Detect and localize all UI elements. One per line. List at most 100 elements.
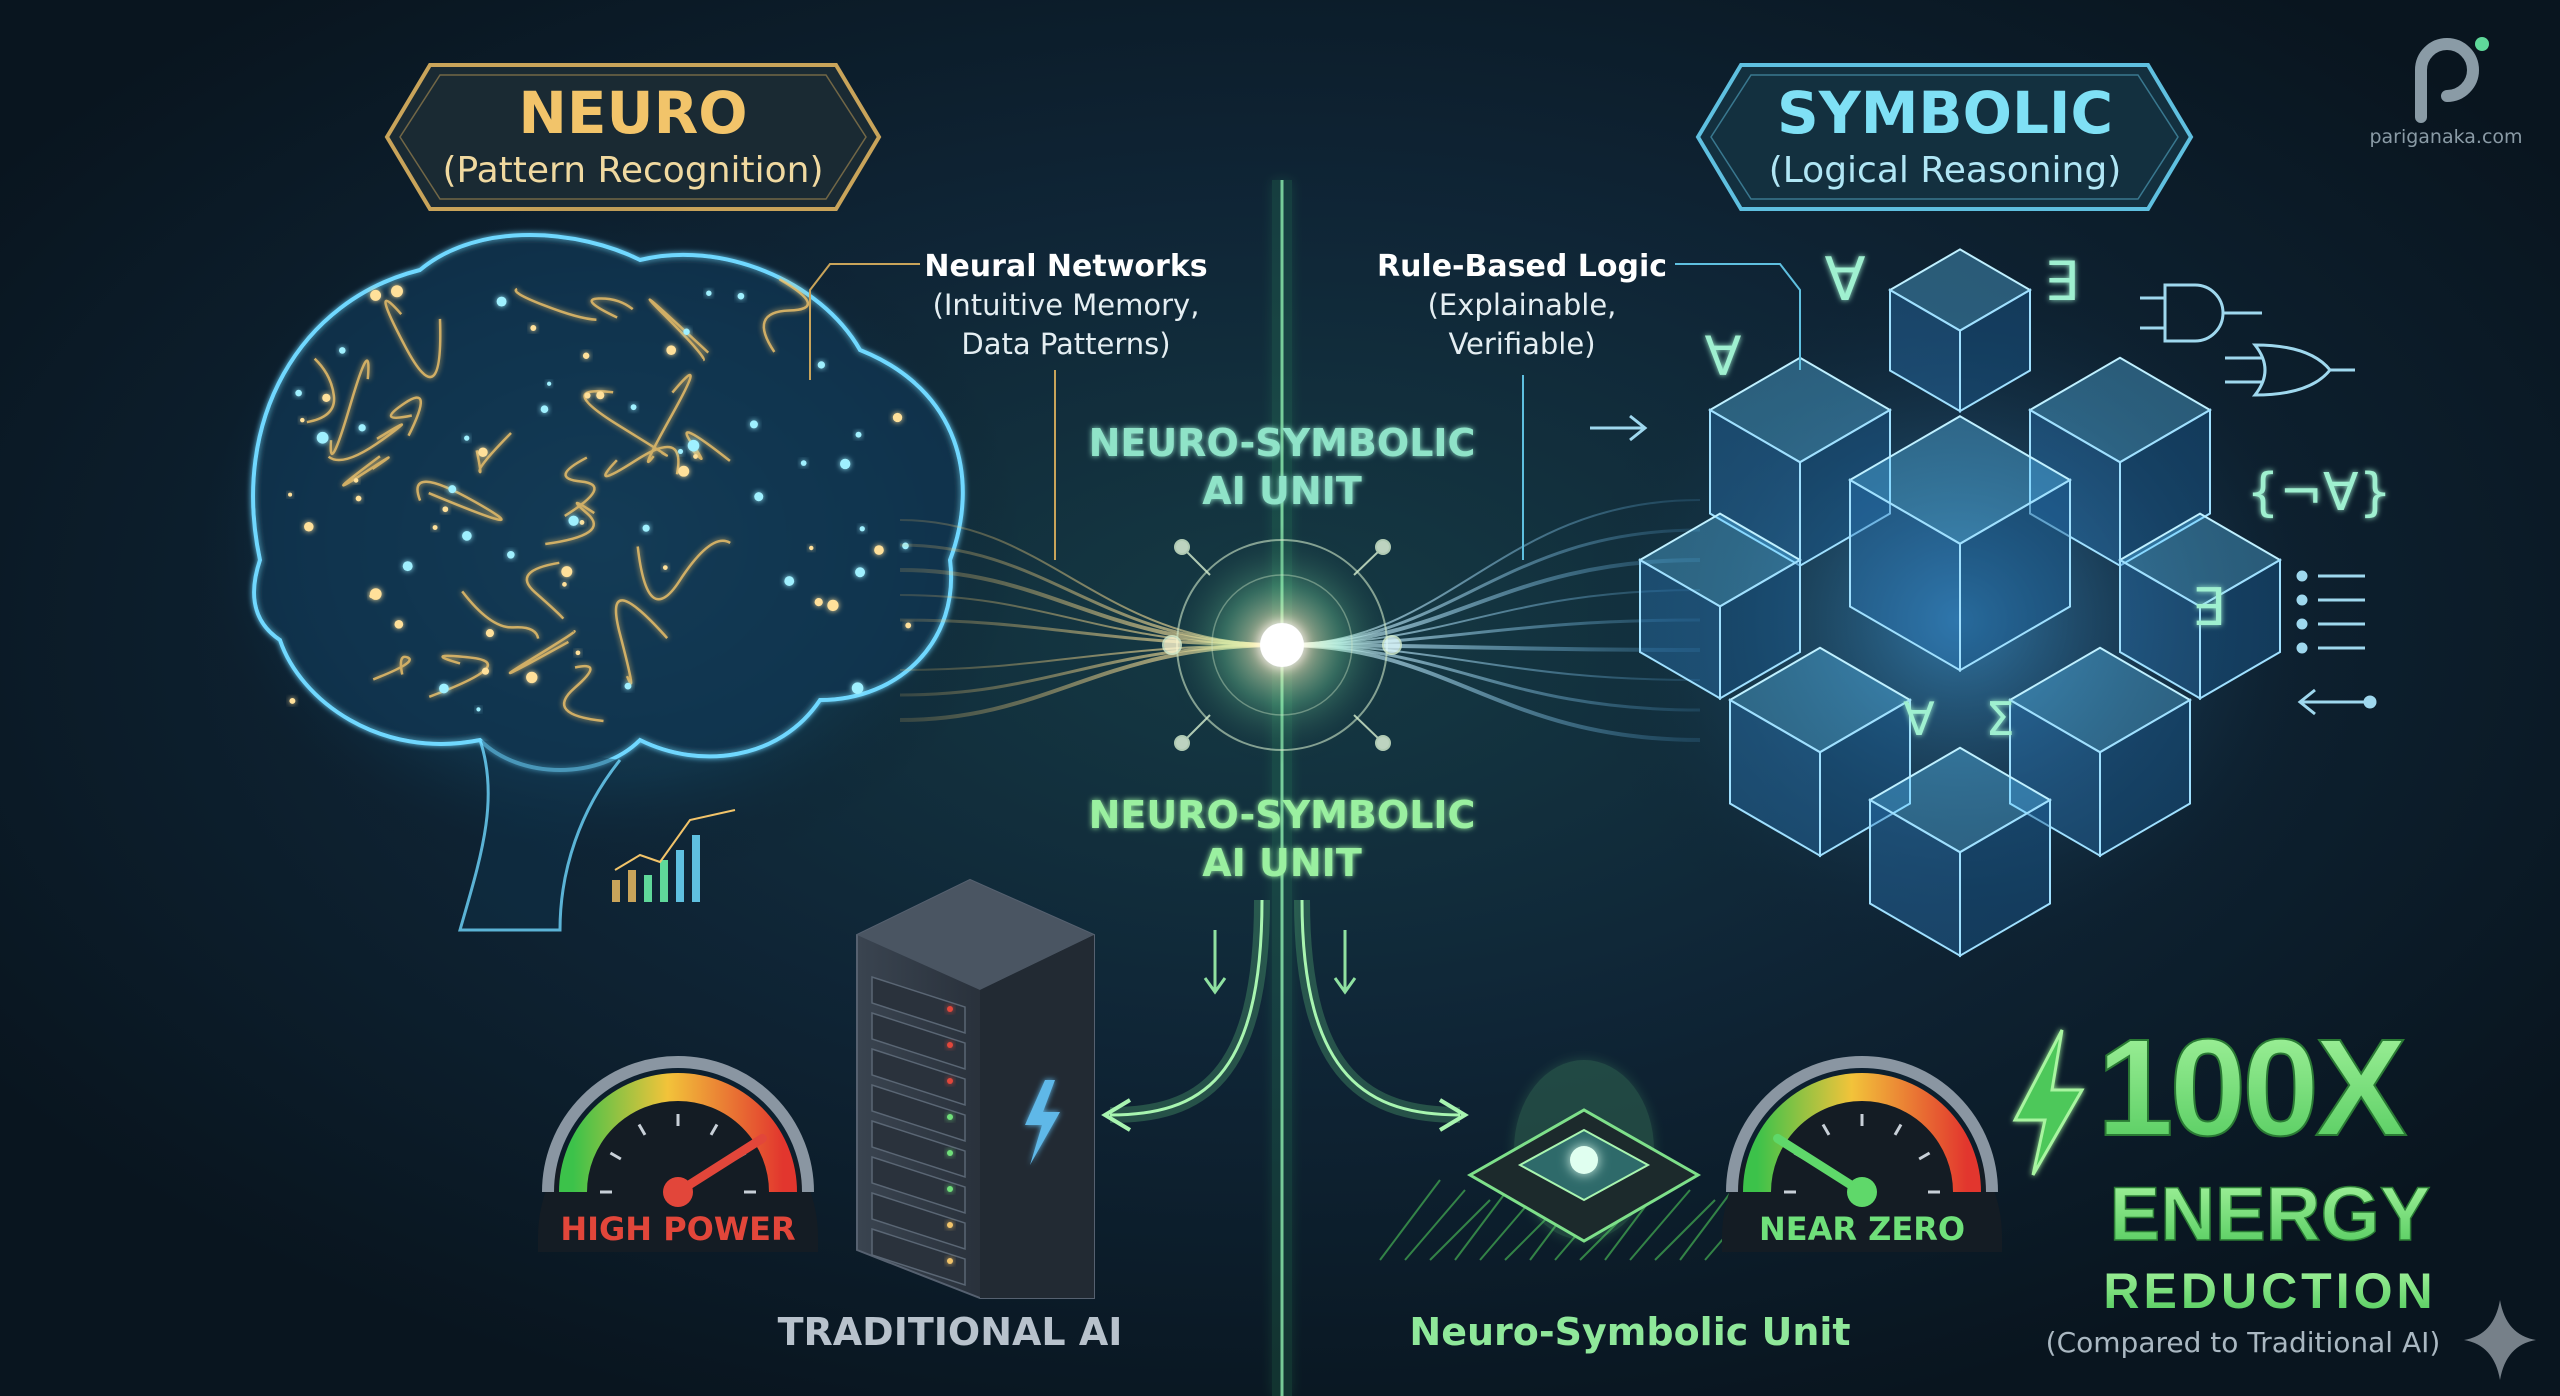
- neuron-dot: [561, 566, 573, 578]
- gauge-tick: [637, 1123, 647, 1136]
- arrow-down-icon: [1333, 930, 1357, 995]
- gauge-tick: [1918, 1151, 1931, 1161]
- neural-path: [342, 455, 390, 487]
- neuron-dot: [677, 448, 684, 454]
- server-led: [947, 1150, 953, 1156]
- logo-text: pariganaka.com: [2369, 126, 2522, 148]
- server-rack-icon: [817, 878, 1095, 1299]
- rule-based-logic-line1: (Explainable,: [1428, 288, 1617, 322]
- neural-path: [306, 357, 336, 424]
- neuron-dot: [579, 519, 585, 525]
- neuro-symbolic-chip-icon: [1379, 1060, 1766, 1261]
- arrow-left-icon: [1101, 1098, 1132, 1132]
- neuron-dot: [442, 506, 449, 513]
- gauge-body: [1722, 1097, 2002, 1252]
- neuron-dot: [439, 683, 449, 694]
- neuron-dot: [369, 588, 382, 600]
- neuron-dot: [840, 458, 851, 470]
- energy-split-flow: [1101, 899, 1469, 1132]
- neuron-dot: [547, 381, 552, 386]
- logic-symbol: ∀: [1903, 692, 1935, 746]
- neural-networks-line2: Data Patterns): [961, 327, 1170, 361]
- neuron-dot: [809, 545, 814, 551]
- server-slot: [871, 1011, 966, 1071]
- logic-cube: [1638, 512, 1802, 701]
- neuron-dot: [575, 650, 581, 656]
- neural-path: [604, 445, 680, 478]
- server-led: [947, 1258, 953, 1264]
- headline-note: (Compared to Traditional AI): [2046, 1326, 2441, 1359]
- neuro-subtitle: (Pattern Recognition): [442, 150, 823, 191]
- pariganaka-logo: pariganaka.com: [2369, 37, 2523, 148]
- neural-path: [648, 298, 710, 362]
- circuit-trace: [1629, 1189, 1691, 1261]
- neuron-dot: [874, 545, 884, 555]
- arrow-down-icon: [1203, 930, 1227, 995]
- server-led: [947, 1078, 953, 1084]
- unit-label-bottom-line1: NEURO-SYMBOLIC: [1089, 793, 1476, 837]
- symbolic-cube-structure: ∀∃∀∃∀Σ{¬∀}: [1580, 245, 2392, 980]
- gauge-rim: [1726, 1056, 1998, 1193]
- neural-networks-line1: (Intuitive Memory,: [933, 288, 1200, 322]
- logic-symbol: ∀: [1824, 245, 1865, 315]
- neural-path: [636, 539, 731, 601]
- neuron-dot: [394, 619, 404, 629]
- neural-networks-callout: Neural Networks (Intuitive Memory, Data …: [809, 249, 1208, 560]
- list-icon: [2296, 570, 2365, 654]
- logic-gate-and-icon: [2140, 283, 2262, 343]
- neural-path: [564, 456, 596, 517]
- neuron-dot: [749, 420, 758, 429]
- circuit-trace: [1404, 1189, 1466, 1261]
- neuron-dot: [496, 296, 507, 307]
- neuron-dot: [568, 515, 579, 526]
- neuron-dot: [353, 478, 359, 483]
- neuron-dot: [322, 393, 331, 402]
- arrow-icons: [1590, 414, 2377, 716]
- logic-cube: [1868, 746, 2052, 958]
- gauge-rim: [542, 1056, 814, 1193]
- central-beam: [1272, 180, 1292, 1396]
- neuro-title: NEURO: [518, 79, 747, 147]
- symbolic-title: SYMBOLIC: [1777, 79, 2113, 147]
- neuron-dot: [800, 460, 807, 466]
- neuron-dot: [289, 697, 296, 704]
- high-power-gauge: HIGH POWER: [538, 1056, 818, 1252]
- circuit-trace: [1379, 1179, 1441, 1261]
- neural-path: [475, 432, 512, 474]
- neuron-dot: [892, 412, 903, 423]
- neural-networks-title: Neural Networks: [924, 249, 1207, 284]
- neuron-dot: [481, 667, 490, 675]
- server-slot: [871, 1083, 966, 1143]
- mini-bar-chart-icon: [612, 809, 736, 902]
- neuron-dot: [666, 345, 677, 356]
- neural-path: [590, 297, 634, 319]
- rule-based-logic-callout: Rule-Based Logic (Explainable, Verifiabl…: [1377, 249, 1801, 560]
- neural-path: [428, 654, 490, 698]
- logic-cube: [2008, 646, 2192, 858]
- logic-symbol: {¬∀}: [2246, 463, 2391, 523]
- neuron-dot: [851, 682, 864, 694]
- logic-cube: [1848, 415, 2072, 673]
- neuron-dot: [562, 582, 567, 587]
- neuron-dot: [642, 524, 650, 532]
- circuit-trace: [1654, 1199, 1716, 1261]
- unit-label-top: NEURO-SYMBOLIC AI UNIT: [1089, 421, 1476, 513]
- neural-path: [646, 373, 692, 464]
- server-slot: [871, 1047, 966, 1107]
- neural-path: [389, 396, 423, 437]
- neuron-dot: [683, 328, 690, 335]
- neuron-dot: [706, 290, 712, 296]
- gauge-hub: [1847, 1177, 1877, 1207]
- neural-path: [563, 664, 604, 723]
- neuron-dot: [432, 525, 438, 531]
- neuron-dot: [391, 285, 403, 298]
- neural-path: [583, 389, 668, 457]
- neuron-dot: [784, 576, 795, 586]
- neuron-dot: [630, 404, 637, 411]
- brain-neural-paths: [306, 278, 810, 723]
- neuron-dot: [827, 599, 839, 612]
- neuron-dot: [316, 431, 329, 444]
- high-power-label: HIGH POWER: [560, 1210, 795, 1248]
- neural-path: [461, 590, 540, 639]
